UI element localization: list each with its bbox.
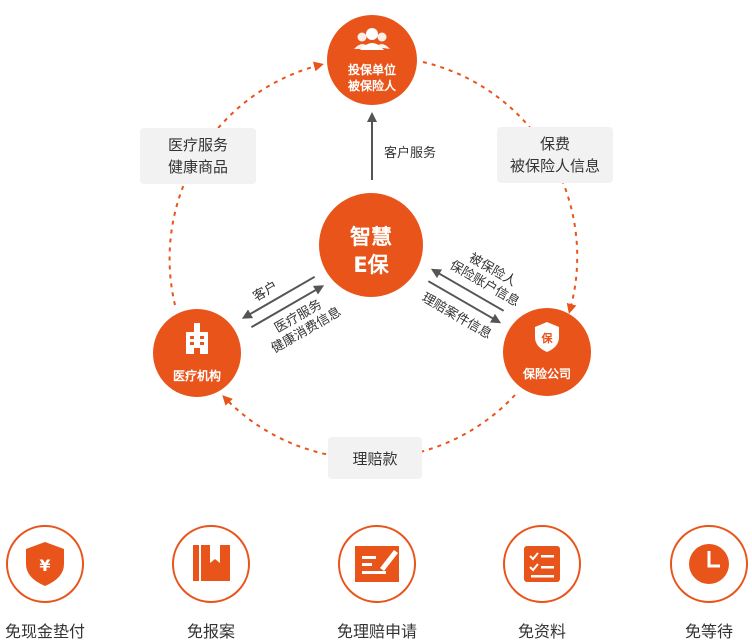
outer-label-bottom-text: 理赔款 — [352, 450, 397, 468]
feature-label-no-claim-application: 免理赔申请 — [336, 622, 417, 641]
node-hospital-label: 医疗机构 — [173, 368, 221, 383]
feature-label-no-waiting: 免等待 — [684, 622, 733, 641]
outer-label-top-right: 保费 被保险人信息 — [497, 127, 613, 183]
yuan-shield-icon-text: ¥ — [39, 556, 50, 575]
outer-label-top-left-line2: 健康商品 — [168, 158, 228, 176]
feature-label-no-cash-advance: 免现金垫付 — [4, 622, 85, 641]
arrow-center-to-hospital — [241, 275, 316, 319]
shield-icon-text: 保 — [541, 331, 554, 345]
center-hub-line1: 智慧 — [350, 225, 392, 249]
edit-form-icon — [355, 546, 399, 582]
feature-no-cash-advance: ¥ — [6, 525, 84, 603]
inner-label-customer: 客户 — [250, 278, 281, 305]
node-hospital: 医疗机构 — [153, 309, 241, 397]
feature-no-documents — [503, 525, 581, 603]
clock-icon — [689, 544, 729, 584]
arrow-center-to-insurer — [427, 280, 502, 324]
yuan-shield-icon: ¥ — [26, 542, 64, 586]
cycle-arc-insured-to-insurer — [422, 61, 579, 314]
shield-icon: 保 — [535, 322, 559, 352]
center-hub: 智慧 E保 — [319, 193, 423, 297]
arrow-insurer-to-center — [430, 268, 505, 312]
feature-label-no-documents: 免资料 — [517, 622, 566, 641]
people-icon — [354, 28, 390, 50]
hospital-icon — [186, 323, 208, 354]
outer-label-top-right-line2: 被保险人信息 — [510, 157, 600, 175]
arrow-hospital-to-center — [250, 285, 325, 329]
outer-label-top-left: 医疗服务 健康商品 — [140, 128, 256, 184]
node-insurer: 保 保险公司 — [503, 308, 591, 396]
node-insurer-label: 保险公司 — [522, 366, 571, 381]
node-insured-line1: 投保单位 — [348, 62, 396, 77]
feature-no-waiting — [670, 525, 748, 603]
inner-label-customer-service: 客户服务 — [384, 145, 436, 161]
feature-no-claim-application — [338, 525, 416, 603]
bookmark-icon — [193, 545, 230, 581]
outer-label-top-right-line1: 保费 — [540, 135, 570, 153]
feature-no-report — [172, 525, 250, 603]
outer-label-bottom: 理赔款 — [328, 437, 422, 479]
feature-label-no-report: 免报案 — [186, 622, 235, 641]
checklist-icon — [524, 546, 560, 582]
node-insured: 投保单位 被保险人 — [327, 15, 417, 105]
cycle-arc-hospital-to-insured — [168, 61, 324, 306]
node-insured-line2: 被保险人 — [348, 78, 397, 93]
outer-label-top-left-line1: 医疗服务 — [168, 136, 228, 154]
center-hub-line2: E保 — [353, 253, 389, 277]
